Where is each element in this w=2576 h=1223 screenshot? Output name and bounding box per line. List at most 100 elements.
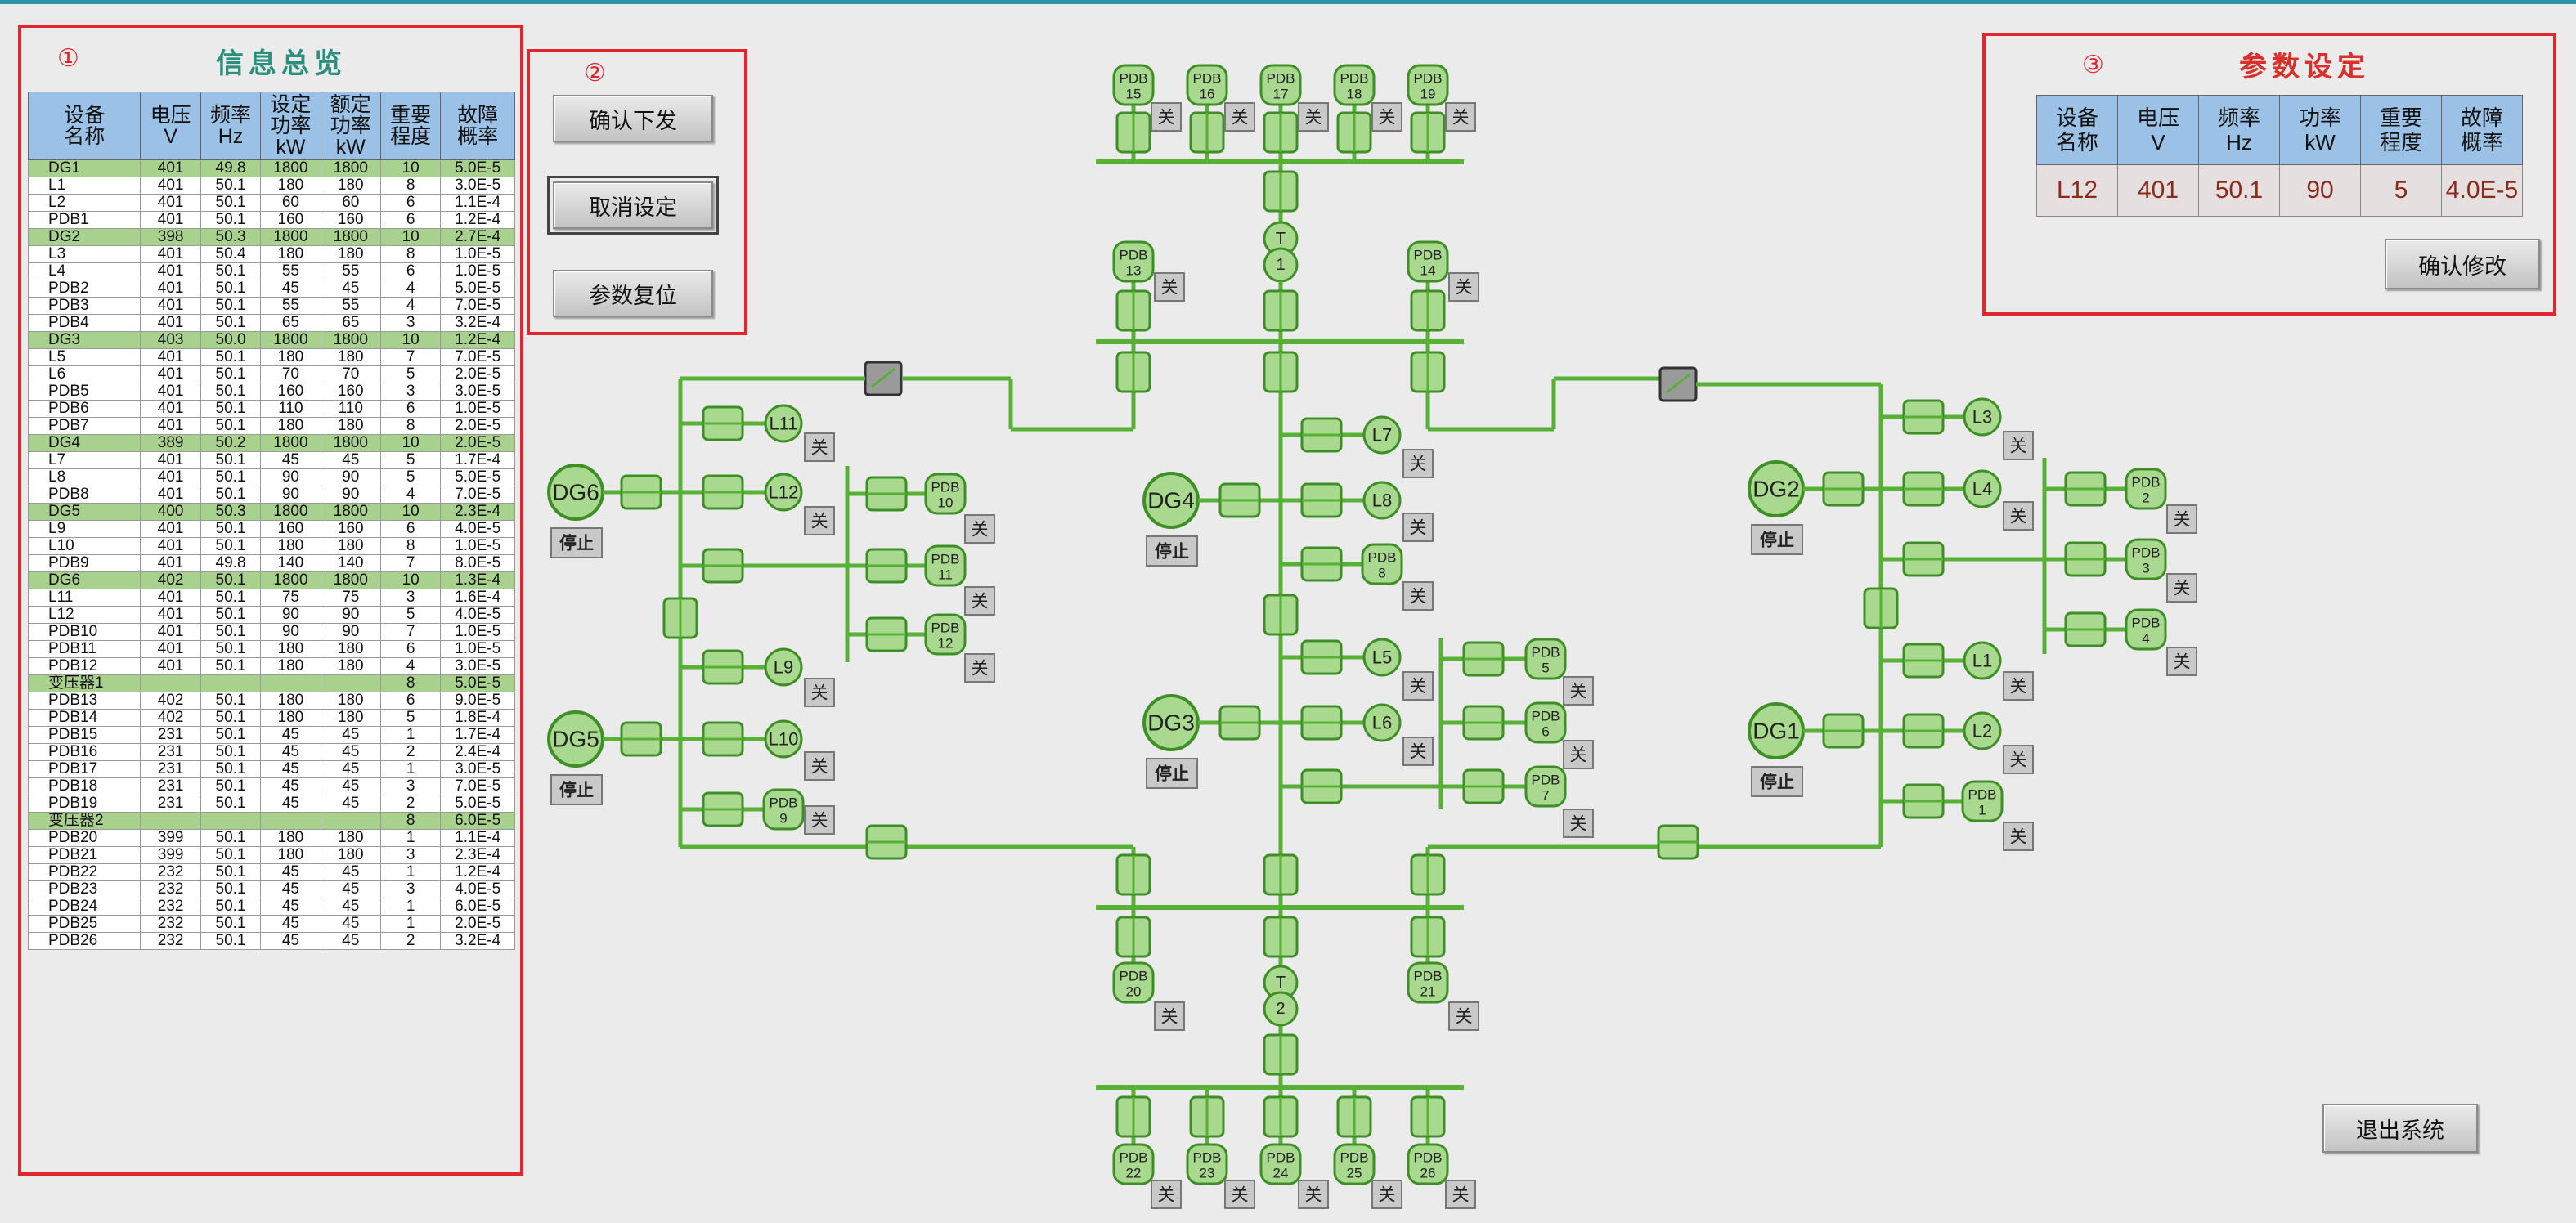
pdb-node[interactable] [1407,961,1449,1004]
off-button[interactable] [1298,102,1329,132]
off-button[interactable] [2003,501,2034,531]
off-button[interactable] [2003,822,2034,851]
load-node[interactable] [1362,638,1402,677]
off-button[interactable] [1224,102,1255,132]
confirm-edit-button[interactable]: 确认修改 [2385,239,2540,289]
reset-params-button[interactable]: 参数复位 [553,270,713,317]
off-button[interactable] [1402,737,1434,766]
load-node[interactable] [764,473,803,512]
table-cell: 180 [320,348,381,366]
pdb-node[interactable] [1112,1143,1155,1185]
off-button[interactable] [804,506,835,535]
off-button[interactable] [1402,671,1434,701]
load-node[interactable] [1362,415,1402,455]
off-button[interactable] [1402,581,1434,611]
off-button[interactable] [964,514,995,544]
pdb-node[interactable] [1524,701,1567,744]
exit-system-button[interactable]: 退出系统 [2322,1104,2478,1153]
load-node[interactable] [764,719,803,759]
off-button[interactable] [2003,671,2034,701]
off-button[interactable] [1402,449,1434,478]
off-button[interactable] [1151,102,1182,132]
off-button[interactable] [1563,809,1594,838]
load-node[interactable] [1963,397,2002,437]
off-button[interactable] [2003,431,2034,460]
off-button[interactable] [804,805,835,835]
off-button[interactable] [1154,1001,1185,1031]
stop-button[interactable] [1751,766,1803,797]
off-button-label: 关 [811,684,828,703]
off-button[interactable] [1402,513,1434,542]
pdb-node[interactable] [1361,543,1403,585]
table-cell: 7.0E-5 [440,297,515,315]
off-button-label: 关 [1410,519,1427,538]
table-cell: 180 [260,537,321,555]
off-button[interactable] [1224,1180,1255,1209]
off-button[interactable] [804,751,835,781]
off-button[interactable] [2166,573,2197,603]
load-node[interactable] [1963,711,2002,750]
off-button[interactable] [1298,1180,1329,1209]
pdb-node[interactable] [2125,608,2167,651]
off-button-label: 关 [2010,437,2027,456]
pdb-node[interactable] [2125,538,2167,580]
off-button[interactable] [804,678,835,707]
off-button[interactable] [1445,1180,1476,1209]
pdb-node[interactable] [1112,240,1155,283]
off-button[interactable] [1448,272,1479,302]
pdb-node[interactable] [762,788,805,831]
off-button[interactable] [1151,1180,1182,1209]
off-button[interactable] [1371,1180,1402,1209]
pdb-node[interactable] [924,613,967,656]
pdb-node[interactable] [1259,64,1302,106]
load-node[interactable] [1362,703,1402,742]
pdb-node[interactable] [1112,961,1155,1004]
pdb-node[interactable] [924,473,967,515]
pdb-node[interactable] [1407,1143,1449,1185]
pdb-node[interactable] [1524,638,1567,680]
off-button[interactable] [1448,1001,1479,1031]
pdb-node[interactable] [1259,1143,1302,1185]
off-button[interactable] [1563,676,1594,706]
off-button[interactable] [2166,647,2197,676]
load-node[interactable] [764,404,803,443]
pdb-node[interactable] [1186,1143,1228,1185]
off-button[interactable] [1445,102,1476,132]
off-button[interactable] [1563,740,1594,769]
cancel-setting-button[interactable]: 取消设定 [547,176,719,235]
load-node[interactable] [1963,469,2002,508]
device-name-cell: DG5 [27,503,141,521]
off-button[interactable] [1371,102,1402,132]
pdb-number: 10 [938,495,954,511]
table-cell: 50.1 [200,280,262,298]
pdb-node[interactable] [1524,765,1567,808]
off-button[interactable] [2003,745,2034,774]
pdb-node[interactable] [1333,64,1376,106]
stop-button[interactable] [1146,758,1198,789]
device-name-cell: 变压器2 [27,812,141,830]
off-button[interactable] [964,653,995,683]
pdb-node[interactable] [1407,64,1449,106]
load-node[interactable] [764,647,803,687]
off-button[interactable] [804,432,835,462]
table-cell: 50.1 [200,932,262,950]
pdb-node[interactable] [1186,64,1228,106]
pdb-node[interactable] [1112,64,1155,106]
pdb-node[interactable] [924,544,967,587]
stop-button[interactable] [1751,524,1803,555]
pdb-node[interactable] [1333,1143,1376,1185]
off-button[interactable] [964,586,995,616]
load-node[interactable] [1963,641,2002,680]
pdb-node[interactable] [1407,240,1449,283]
load-node[interactable] [1362,481,1402,520]
confirm-send-button[interactable]: 确认下发 [553,95,713,142]
off-button[interactable] [2166,504,2197,534]
pdb-node[interactable] [1961,780,2004,822]
stop-button[interactable] [1146,535,1198,567]
stop-button[interactable] [550,774,603,805]
off-button[interactable] [1154,272,1185,302]
stop-button[interactable] [550,527,603,558]
pdb-node[interactable] [2125,468,2167,510]
